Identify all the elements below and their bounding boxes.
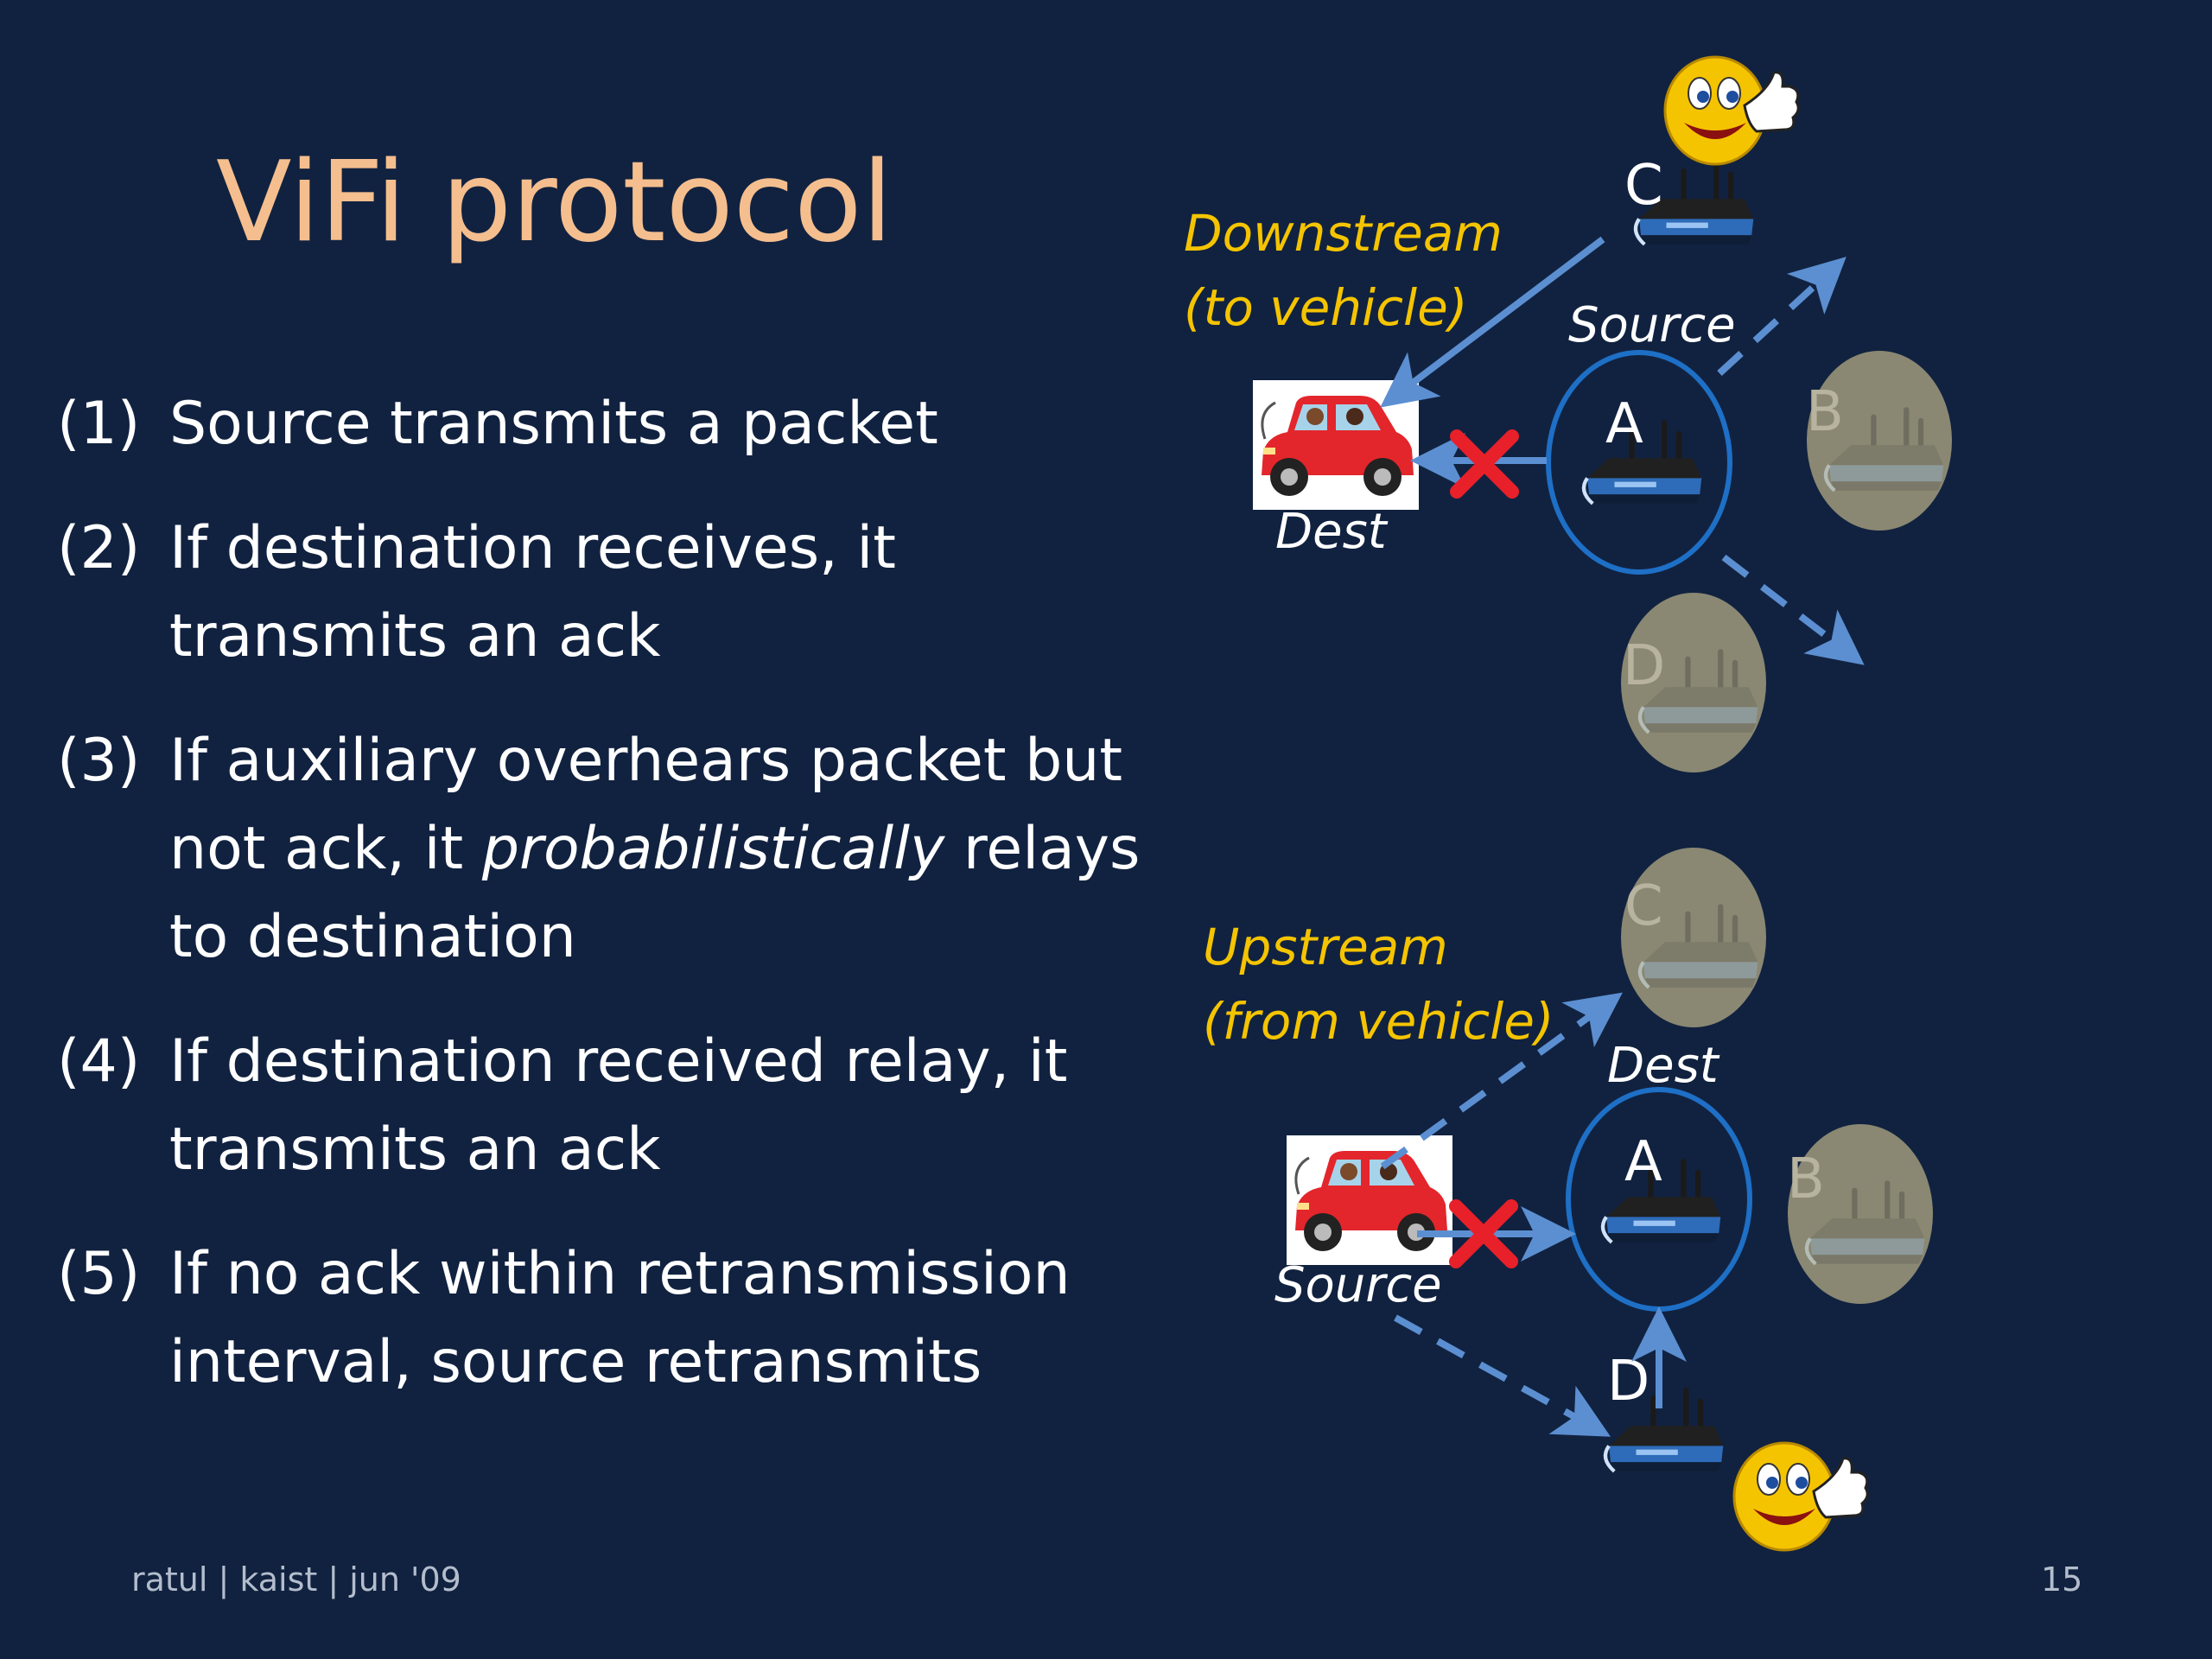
overhear-arrow-d: [1721, 554, 1865, 665]
downstream-sublabel: (to vehicle): [1184, 278, 1468, 337]
step-item: (1) Source transmits a packet: [57, 380, 1154, 468]
step-item: (2) If destination receives, it transmit…: [57, 505, 1154, 681]
source-node-circle: [1546, 350, 1732, 575]
node-a-label: A: [1624, 1130, 1662, 1194]
node-b-label: B: [1787, 1147, 1825, 1211]
step-item: (5) If no ack within retransmission inte…: [57, 1230, 1154, 1407]
node-d-label: D: [1607, 1350, 1649, 1414]
step-number: (5): [57, 1240, 141, 1308]
node-a-label: A: [1605, 392, 1643, 456]
step-item: (3) If auxiliary overhears packet but no…: [57, 717, 1154, 982]
step-text: If destination received relay, it transm…: [169, 1027, 1068, 1184]
step-number: (1): [57, 390, 141, 458]
node-d-label: D: [1623, 634, 1665, 698]
slide-footer: ratul | kaist | jun '09: [131, 1560, 461, 1599]
node-c-label: C: [1624, 874, 1663, 938]
step-text: If no ack within retransmission interval…: [169, 1240, 1071, 1396]
step-number: (2): [57, 514, 141, 582]
step-text: If destination receives, it transmits an…: [169, 514, 896, 671]
node-b-label: B: [1806, 380, 1844, 444]
step-number: (4): [57, 1027, 141, 1096]
downstream-scenario: Downstream (to vehicle) B D A Source C D…: [1184, 55, 1952, 772]
protocol-steps: (1) Source transmits a packet (2) If des…: [57, 380, 1154, 1443]
overhear-arrow-d: [1394, 1314, 1611, 1437]
dest-label: Dest: [1275, 504, 1389, 560]
thumbs-up-smiley-icon: [1663, 55, 1800, 166]
upstream-label: Upstream: [1203, 918, 1448, 976]
source-label: Source: [1274, 1257, 1442, 1313]
page-number: 15: [2041, 1560, 2083, 1599]
relay-arrow: [1380, 236, 1605, 408]
overhear-arrow-b: [1717, 257, 1847, 376]
thumbs-up-smiley-icon: [1732, 1441, 1869, 1552]
upstream-scenario: Upstream (from vehicle) C B A Dest Sourc…: [1203, 848, 1933, 1552]
step-text: If auxiliary overhears packet but not ac…: [169, 727, 1141, 971]
car-icon: [1285, 1134, 1454, 1267]
step-number: (3): [57, 727, 141, 795]
dest-label: Dest: [1607, 1038, 1720, 1094]
downstream-label: Downstream: [1184, 204, 1503, 263]
step-text: Source transmits a packet: [169, 390, 938, 458]
slide-title: ViFi protocol: [216, 138, 893, 267]
node-c-label: C: [1624, 154, 1663, 218]
step-item: (4) If destination received relay, it tr…: [57, 1018, 1154, 1194]
upstream-sublabel: (from vehicle): [1203, 992, 1554, 1051]
source-label: Source: [1568, 297, 1736, 353]
